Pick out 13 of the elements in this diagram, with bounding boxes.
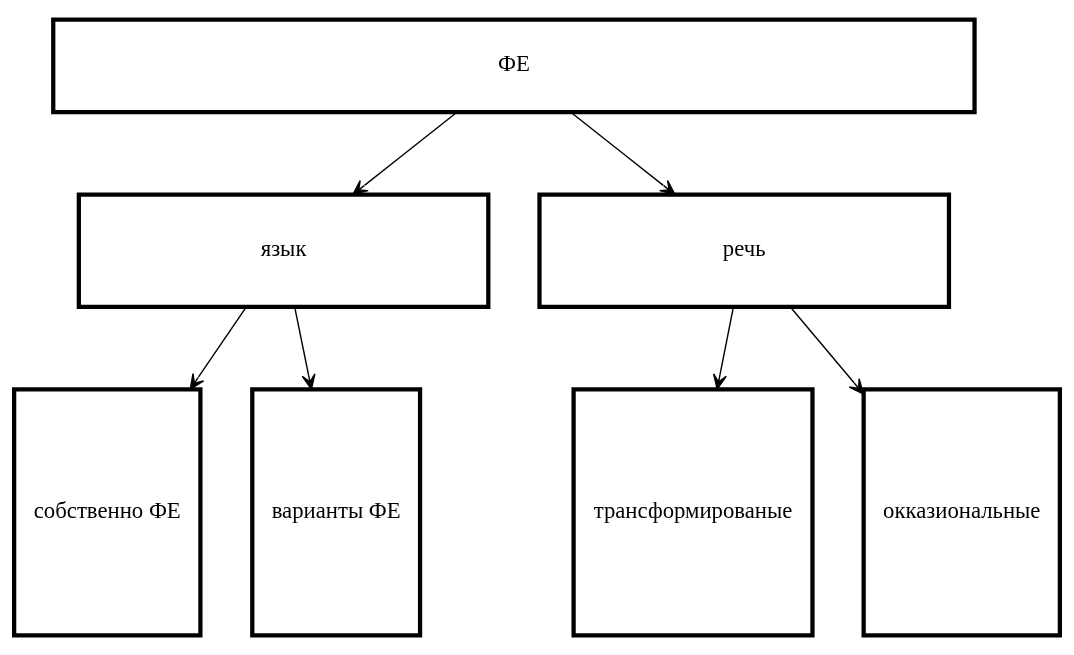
node-box: окказиональные bbox=[861, 387, 1062, 638]
arrow bbox=[712, 306, 735, 390]
node-box: язык bbox=[76, 192, 491, 309]
arrow bbox=[570, 111, 676, 196]
arrow bbox=[189, 306, 247, 390]
node-box: ФЕ bbox=[51, 17, 977, 115]
node-box: варианты ФЕ bbox=[250, 387, 423, 638]
arrow bbox=[352, 111, 458, 196]
arrow bbox=[789, 306, 865, 395]
node-box: трансформированые bbox=[571, 387, 815, 638]
arrow bbox=[294, 306, 316, 390]
node-box: речь bbox=[537, 192, 952, 309]
node-box: собственно ФЕ bbox=[12, 387, 203, 638]
